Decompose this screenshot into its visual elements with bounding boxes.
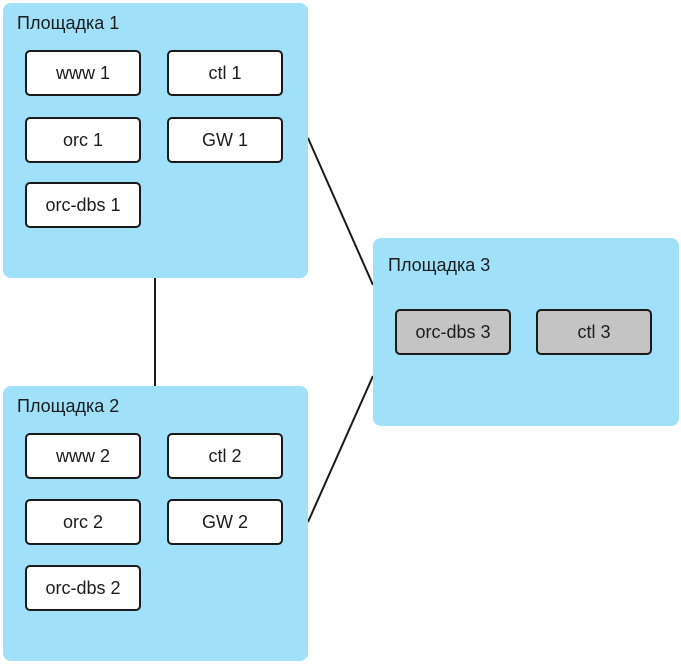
site-1: Площадка 1 www 1 ctl 1 orc 1 GW 1 orc-db…: [3, 3, 308, 278]
node-gw-2[interactable]: GW 2: [167, 499, 283, 545]
node-orc-2[interactable]: orc 2: [25, 499, 141, 545]
site-3: Площадка 3 orc-dbs 3 ctl 3: [373, 238, 679, 426]
link-site2-site3: [307, 375, 374, 523]
node-ctl-2[interactable]: ctl 2: [167, 433, 283, 479]
site-1-title: Площадка 1: [17, 13, 120, 33]
link-site1-site3: [307, 137, 374, 286]
node-orc-dbs-2[interactable]: orc-dbs 2: [25, 565, 141, 611]
node-www-1[interactable]: www 1: [25, 50, 141, 96]
node-ctl-3[interactable]: ctl 3: [536, 309, 652, 355]
node-orc-dbs-1[interactable]: orc-dbs 1: [25, 182, 141, 228]
node-www-2[interactable]: www 2: [25, 433, 141, 479]
node-orc-dbs-3[interactable]: orc-dbs 3: [395, 309, 511, 355]
node-ctl-1[interactable]: ctl 1: [167, 50, 283, 96]
node-orc-1[interactable]: orc 1: [25, 117, 141, 163]
site-2-title: Площадка 2: [17, 396, 120, 416]
site-3-title: Площадка 3: [388, 255, 491, 275]
node-gw-1[interactable]: GW 1: [167, 117, 283, 163]
site-2: Площадка 2 www 2 ctl 2 orc 2 GW 2 orc-db…: [3, 386, 308, 661]
